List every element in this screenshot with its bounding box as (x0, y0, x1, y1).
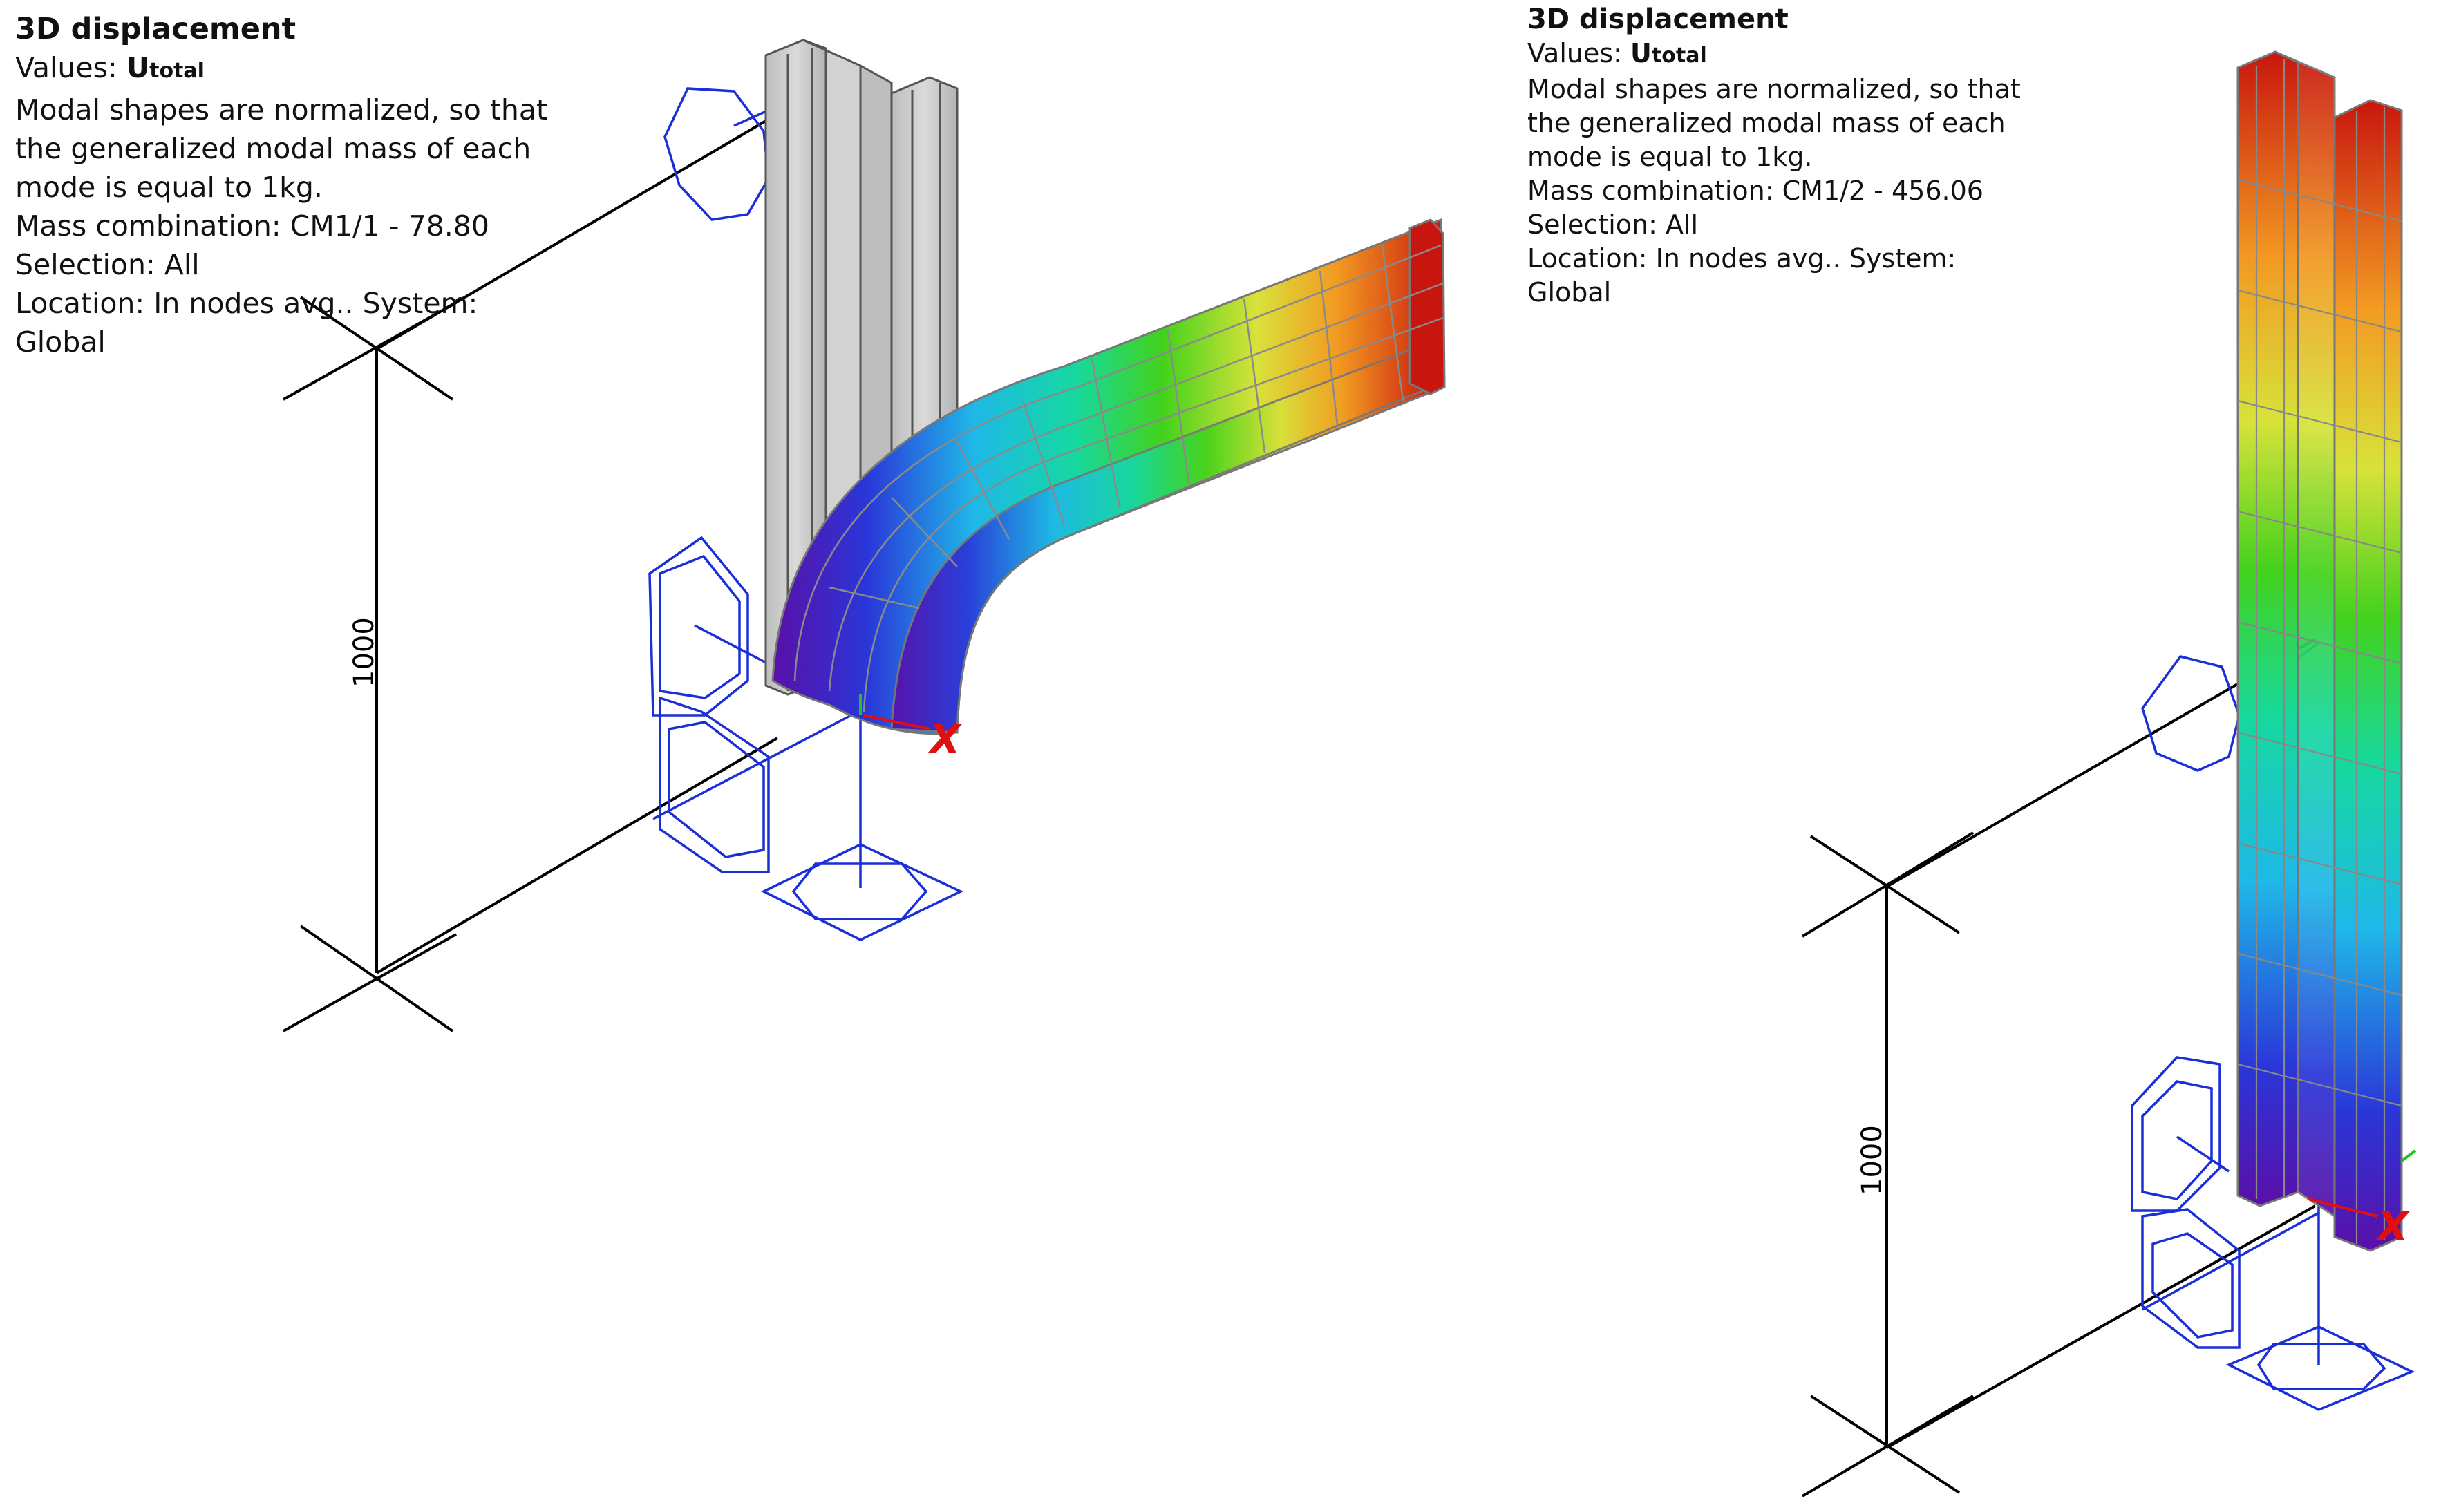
normalization-note: Modal shapes are normalized, so that the… (15, 93, 548, 204)
mass-combination: Mass combination: CM1/1 - 78.80 (15, 209, 489, 243)
global-axes-left (283, 113, 779, 1032)
values-subscript: total (1651, 44, 1707, 68)
values-label: Values: (15, 51, 117, 84)
dimension-label-left: 1000 (348, 617, 380, 688)
local-axis-x-right (2308, 1149, 2417, 1218)
normalization-note: Modal shapes are normalized, so that the… (1527, 74, 2021, 172)
values-symbol: U (1630, 38, 1652, 68)
local-axis-x-left (859, 694, 930, 730)
values-line: Values: Utotal (1527, 37, 2025, 73)
mass-combination: Mass combination: CM1/2 - 456.06 (1527, 176, 1983, 206)
location-system: Global (1527, 277, 1612, 308)
selection: Selection: All (1527, 209, 1699, 240)
left-model: 1000 (283, 39, 1446, 1032)
info-panel-right: 3D displacement Values: Utotal Modal sha… (1527, 3, 2025, 310)
deformed-beam-left (771, 218, 1446, 735)
values-line: Values: Utotal (15, 48, 582, 91)
values-symbol: U (126, 51, 150, 84)
location: Location: In nodes avg.. System: (1527, 243, 1957, 274)
right-model: 1000 (1801, 50, 2417, 1497)
values-label: Values: (1527, 38, 1622, 68)
location-system: Global (15, 325, 106, 359)
axis-label-x-left: X (927, 716, 963, 763)
info-panel-left: 3D displacement Values: Utotal Modal sha… (15, 10, 582, 361)
panel-title: 3D displacement (1527, 3, 1789, 35)
values-subscript: total (149, 59, 205, 83)
axis-label-x-right: X (2375, 1203, 2411, 1250)
location: Location: In nodes avg.. System: (15, 287, 478, 320)
support-symbols-left (648, 68, 964, 941)
panel-title: 3D displacement (15, 12, 296, 46)
deformed-column-right (2236, 50, 2403, 1252)
selection: Selection: All (15, 248, 200, 281)
dimension-label-right: 1000 (1856, 1125, 1888, 1196)
